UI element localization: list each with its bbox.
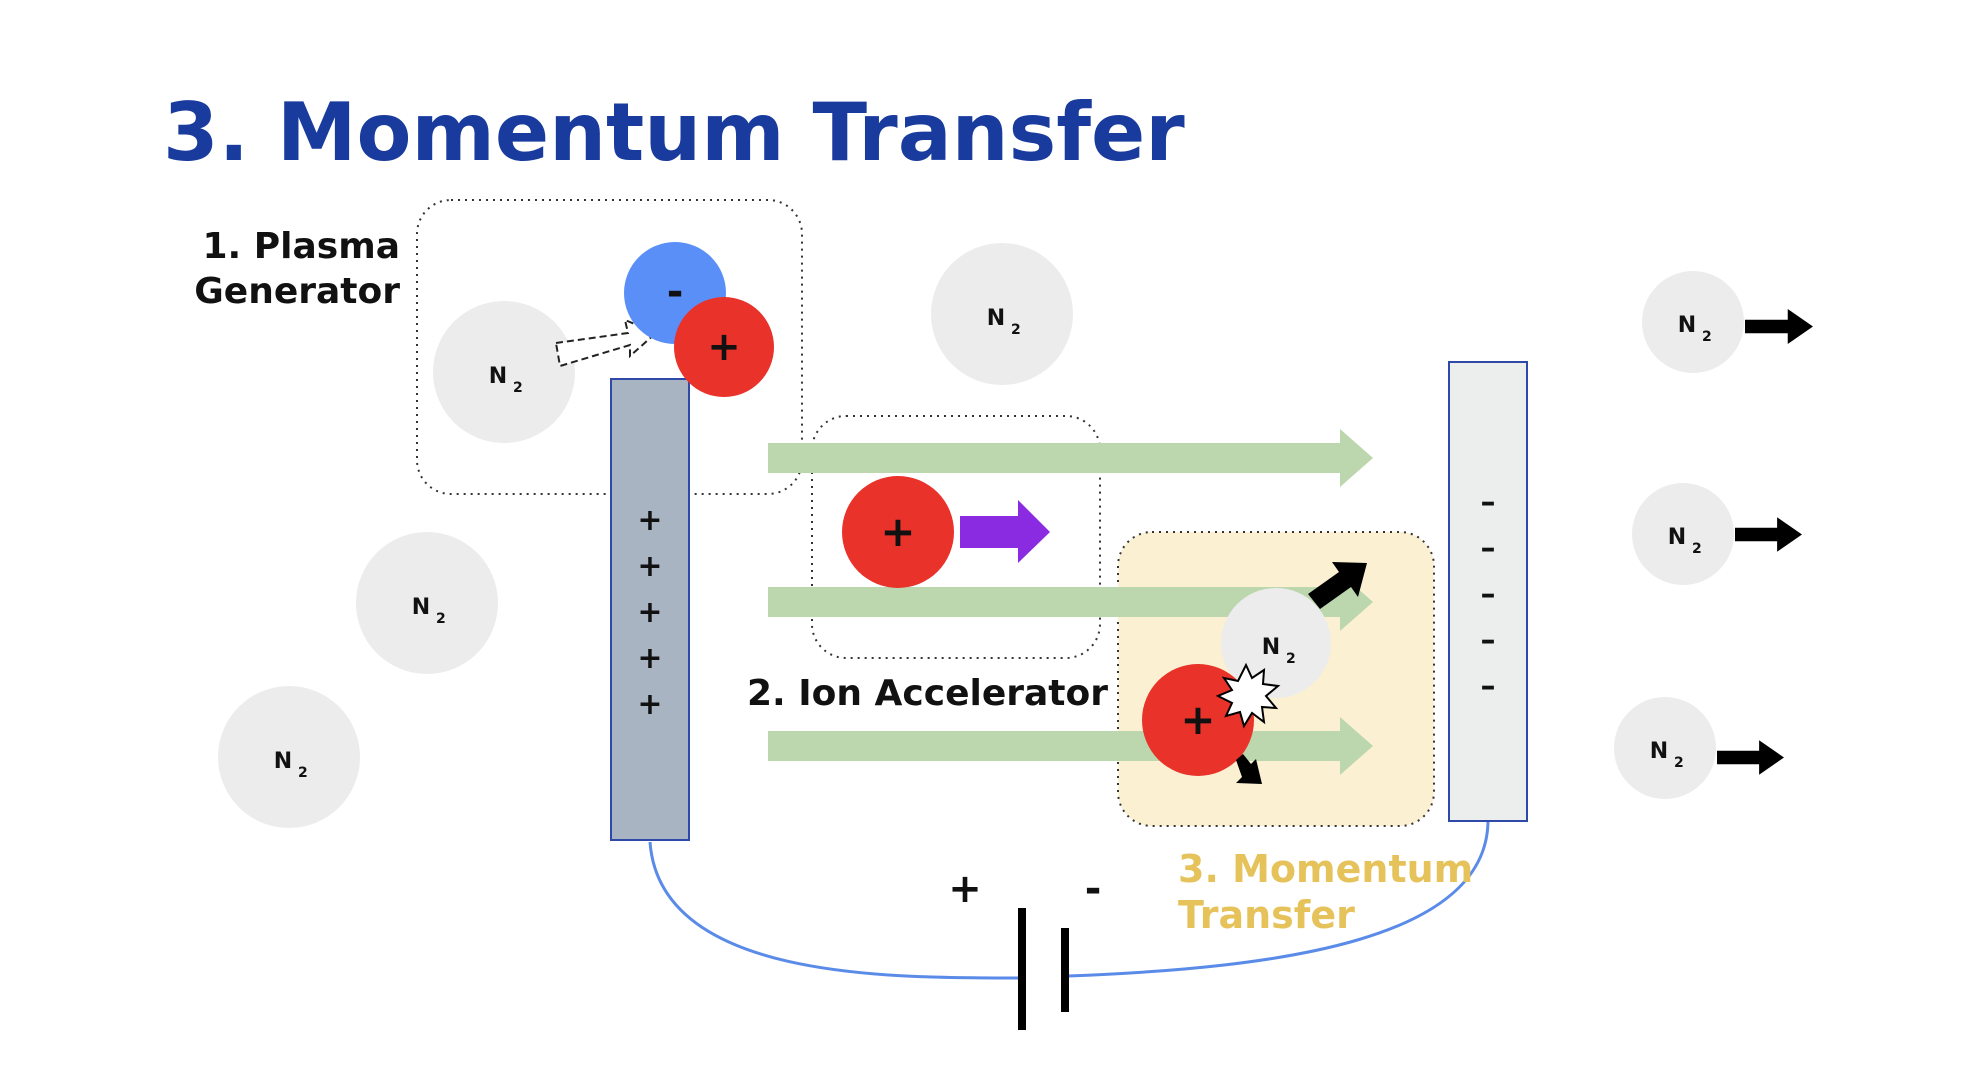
cathode-minus: – [1481, 623, 1496, 658]
cathode-electrode [1448, 361, 1528, 822]
ion-accelerator-region [811, 415, 1101, 659]
ion-plus-sign: + [880, 507, 915, 556]
svg-text:2: 2 [513, 380, 523, 396]
anode-plus: + [637, 641, 662, 676]
ionization-dashed-arrow [554, 318, 658, 368]
svg-text:2: 2 [298, 765, 308, 781]
n2-molecule: N 2 [931, 243, 1073, 385]
plasma-generator-label-line1: 1. Plasma [202, 226, 400, 267]
svg-text:N: N [1668, 525, 1686, 550]
n2-molecule-outgoing: N 2 [1642, 271, 1744, 373]
plasma-generator-label-line2: Generator [194, 271, 400, 312]
plasma-generator-region [416, 199, 803, 495]
flow-arrow-middle [768, 573, 1373, 631]
svg-text:2: 2 [1286, 651, 1296, 667]
acceleration-arrow [960, 500, 1050, 563]
ion-accelerator-label: 2. Ion Accelerator [747, 673, 1108, 714]
svg-text:N: N [1678, 313, 1696, 338]
ion-plus-sign: + [1180, 695, 1215, 744]
anode-charges: + + + + + [637, 503, 662, 722]
n2-molecule-outgoing: N 2 [1614, 697, 1716, 799]
svg-text:2: 2 [1702, 329, 1712, 345]
outgoing-arrow-icon [1745, 309, 1813, 344]
molecule-momentum-arrow [1308, 562, 1367, 609]
ion-plus-sign: + [707, 324, 741, 370]
n2-molecule: N 2 [356, 532, 498, 674]
momentum-transfer-label-line2: Transfer [1178, 893, 1355, 937]
wire-right [1067, 819, 1490, 978]
n2-molecule: N 2 [218, 686, 360, 828]
flow-arrow-top [768, 429, 1373, 487]
svg-text:N: N [1262, 635, 1280, 660]
positive-ion: + [674, 297, 774, 397]
outgoing-arrow-icon [1735, 517, 1802, 552]
anode-electrode [610, 378, 690, 841]
n2-molecule-outgoing: N 2 [1632, 483, 1734, 585]
svg-text:N: N [274, 749, 292, 774]
n2-molecule: N 2 [433, 301, 575, 443]
svg-text:N: N [987, 306, 1005, 331]
cathode-minus: – [1481, 485, 1496, 520]
wire-left [648, 841, 1021, 980]
battery-positive-sign: + [948, 866, 982, 912]
cathode-minus: – [1481, 669, 1496, 704]
cathode-charges: – – – – – [1481, 485, 1496, 704]
anode-plus: + [637, 549, 662, 584]
svg-text:N: N [489, 364, 507, 389]
svg-text:2: 2 [1011, 322, 1021, 338]
svg-text:2: 2 [1674, 755, 1684, 771]
anode-plus: + [637, 687, 662, 722]
outgoing-arrow-icon [1717, 740, 1784, 775]
anode-plus: + [637, 595, 662, 630]
anode-plus: + [637, 503, 662, 538]
cathode-minus: – [1481, 577, 1496, 612]
svg-text:N: N [412, 595, 430, 620]
svg-text:N: N [1650, 739, 1668, 764]
ion-recoil-arrow [1236, 754, 1262, 784]
cathode-minus: – [1481, 531, 1496, 566]
electron-minus-sign: - [667, 269, 684, 315]
page-title: 3. Momentum Transfer [163, 86, 1185, 179]
accelerated-ion: + [842, 476, 954, 588]
collision-burst-icon [1215, 662, 1281, 729]
svg-text:2: 2 [1692, 541, 1702, 557]
momentum-transfer-label-line1: 3. Momentum [1178, 847, 1473, 891]
battery-negative-sign: - [1085, 866, 1102, 912]
svg-text:2: 2 [436, 611, 446, 627]
